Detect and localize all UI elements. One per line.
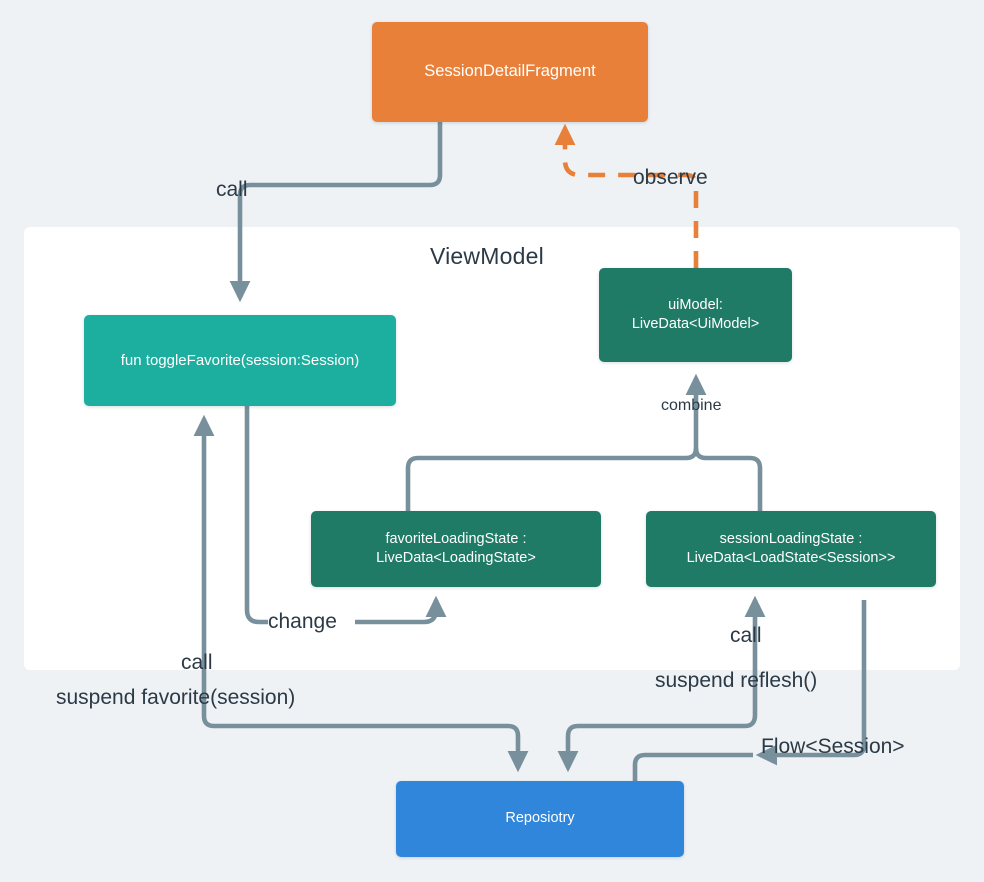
node-label-line2: LiveData<LoadingState> [376, 550, 536, 566]
edge-label-suspend-favorite: suspend favorite(session) [56, 686, 296, 709]
node-label-wrap: sessionLoadingState : LiveData<LoadState… [687, 530, 896, 568]
wire-suspend-reflesh-to-repo [557, 714, 758, 773]
node-label-line1: sessionLoadingState : [719, 530, 863, 547]
node-ui-model[interactable]: uiModel: LiveData<UiModel> [599, 268, 792, 362]
edge-label-flow-session: Flow<Session> [761, 735, 905, 758]
node-favorite-loading-state[interactable]: favoriteLoadingState : LiveData<LoadingS… [311, 511, 601, 587]
node-label-wrap: favoriteLoadingState : LiveData<LoadingS… [376, 530, 536, 568]
edge-label-call-repo-to-toggle: call [181, 651, 213, 674]
node-label-line2: LiveData<UiModel> [631, 316, 760, 332]
wire-suspend-favorite-to-repo [201, 715, 529, 773]
node-label-line2: LiveData<LoadState<Session>> [686, 550, 896, 566]
edge-label-observe: observe [633, 166, 708, 189]
edge-label-call-repo-to-sessstate: call [730, 624, 762, 647]
edge-label-suspend-reflesh: suspend reflesh() [655, 669, 818, 692]
node-label-line1: favoriteLoadingState : [385, 530, 527, 547]
node-label: SessionDetailFragment [424, 62, 596, 81]
node-repository[interactable]: Reposiotry [396, 781, 684, 857]
node-label: Reposiotry [505, 810, 575, 827]
viewmodel-container [24, 227, 960, 670]
viewmodel-title: ViewModel [430, 243, 544, 269]
node-label: fun toggleFavorite(session:Session) [120, 351, 360, 369]
edge-label-call-fragment-to-toggle: call [216, 178, 248, 201]
node-toggle-favorite[interactable]: fun toggleFavorite(session:Session) [84, 315, 396, 406]
edge-label-change: change [268, 610, 337, 633]
node-session-loading-state[interactable]: sessionLoadingState : LiveData<LoadState… [646, 511, 936, 587]
node-session-detail-fragment[interactable]: SessionDetailFragment [372, 22, 648, 122]
node-label-wrap: uiModel: LiveData<UiModel> [632, 296, 759, 334]
edge-label-combine: combine [661, 397, 722, 414]
node-label-line1: uiModel: [668, 296, 723, 313]
